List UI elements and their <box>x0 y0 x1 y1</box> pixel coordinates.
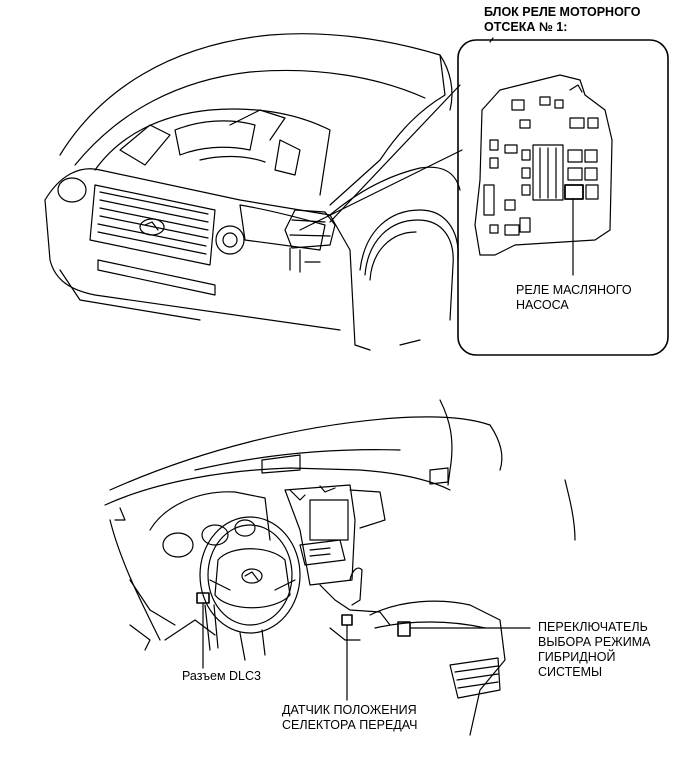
oil-pump-relay-label: РЕЛЕ МАСЛЯНОГО НАСОСА <box>516 283 632 312</box>
dashboard-illustration <box>104 399 576 736</box>
hybrid-switch-label: ПЕРЕКЛЮЧАТЕЛЬ ВЫБОРА РЕЖИМА ГИБРИДНОЙ СИ… <box>538 620 651 679</box>
relay-block-label: БЛОК РЕЛЕ МОТОРНОГО ОТСЕКА № 1: <box>484 5 641 34</box>
oil-pump-relay-highlight <box>564 184 584 200</box>
dlc3-label: Разъем DLC3 <box>182 669 261 683</box>
hybrid-switch-marker <box>397 621 411 637</box>
relay-block-callout <box>457 37 669 356</box>
shift-sensor-label: ДАТЧИК ПОЛОЖЕНИЯ СЕЛЕКТОРА ПЕРЕДАЧ <box>282 703 418 732</box>
shift-sensor-marker <box>341 614 353 626</box>
car-front-illustration <box>44 33 463 351</box>
